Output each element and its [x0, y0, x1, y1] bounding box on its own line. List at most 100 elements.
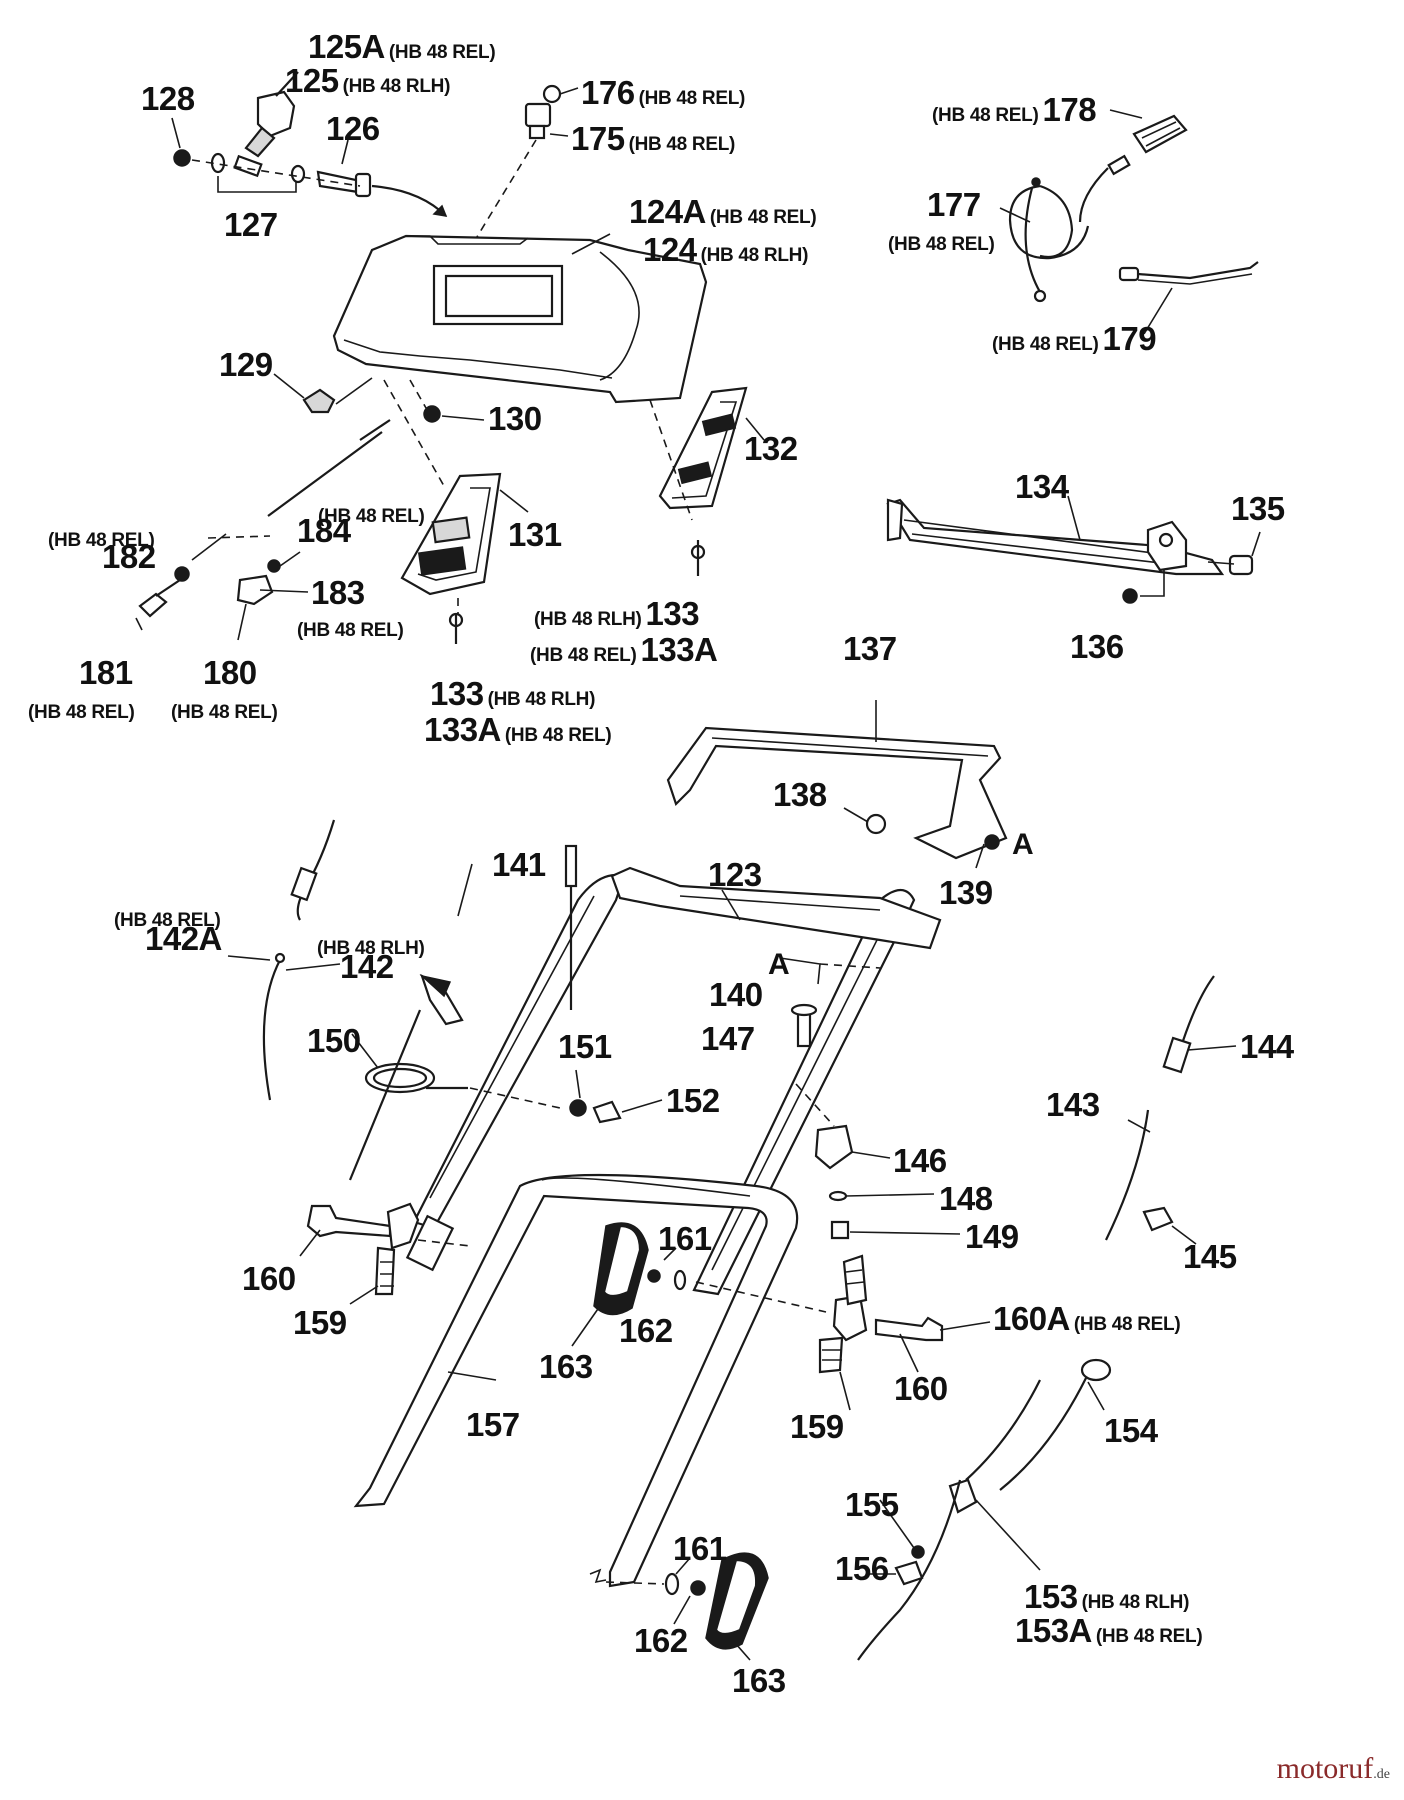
part-label-175: 175(HB 48 REL): [571, 122, 739, 155]
part-label-123: 123: [708, 858, 770, 891]
part-number: 163: [732, 1662, 786, 1699]
part-label-133ab: 133A(HB 48 REL): [424, 713, 615, 746]
part-label-142a: 142A: [145, 922, 230, 955]
ring-150-cable-142: [262, 819, 468, 1181]
model-variant-note: (HB 48 REL): [638, 88, 746, 109]
lever-bar-134: [886, 495, 1261, 604]
part-number: 153: [1024, 1578, 1078, 1615]
reference-letter-a-handle: A: [768, 948, 790, 981]
model-variant-note: (HB 48 REL): [318, 506, 425, 527]
reference-letter-a-top: A: [1012, 828, 1034, 861]
part-number: 124A: [629, 193, 706, 230]
part-number: 157: [466, 1406, 520, 1443]
part-label-162b: 162: [634, 1624, 696, 1657]
part-number: 125: [285, 62, 339, 99]
model-variant-note: (HB 48 REL): [48, 530, 155, 551]
switch-assembly: [171, 71, 448, 217]
model-variant-note: (HB 48 RLH): [534, 609, 642, 630]
part-label-140: 140: [709, 978, 771, 1011]
part-number: 143: [1046, 1086, 1100, 1123]
model-variant-note: (HB 48 REL): [932, 105, 1039, 126]
model-variant-note: (HB 48 REL): [1073, 1314, 1181, 1335]
lever-group-180-184: [135, 533, 309, 641]
part-label-160a: 160: [242, 1262, 304, 1295]
part-label-138: 138: [773, 778, 835, 811]
part-label-144: 144: [1240, 1030, 1302, 1063]
part-label-126: 126: [326, 112, 388, 145]
part-label-163b: 163: [732, 1664, 794, 1697]
pads-161-163-lower: [589, 1552, 769, 1650]
part-label-143: 143: [1046, 1088, 1108, 1121]
part-number: 159: [293, 1304, 347, 1341]
model-variant-note: (HB 48 RLH): [487, 689, 596, 710]
part-label-142an: (HB 48 REL): [110, 898, 225, 931]
part-number: 154: [1104, 1412, 1158, 1449]
part-label-130: 130: [488, 402, 550, 435]
part-label-132: 132: [744, 432, 806, 465]
bolts-159-160-right: [818, 1254, 991, 1374]
model-variant-note: (HB 48 REL): [297, 620, 404, 641]
part-label-127: 127: [224, 208, 286, 241]
part-label-131: 131: [508, 518, 570, 551]
parts-146-149: [795, 1083, 961, 1240]
model-variant-note: (HB 48 REL): [28, 702, 135, 723]
part-number: 142A: [145, 920, 222, 957]
part-label-146: 146: [893, 1144, 955, 1177]
part-number: 138: [773, 776, 827, 813]
model-variant-note: (HB 48 REL): [992, 334, 1099, 355]
part-label-148: 148: [939, 1182, 1001, 1215]
part-number: 178: [1042, 91, 1097, 128]
model-variant-note: (HB 48 REL): [530, 645, 637, 666]
part-label-133rlh: (HB 48 RLH)133: [530, 595, 700, 632]
part-number: 160: [242, 1260, 296, 1297]
part-label-124a: 124A(HB 48 REL): [629, 195, 820, 228]
model-variant-note: (HB 48 RLH): [317, 938, 425, 959]
part-label-154: 154: [1104, 1414, 1166, 1447]
lever-153-156: [857, 1358, 1112, 1661]
part-number: 151: [558, 1028, 612, 1065]
part-number: 127: [224, 206, 278, 243]
part-number: 125A: [308, 28, 385, 65]
part-number: 184: [297, 512, 351, 549]
part-label-153a: 153A(HB 48 REL): [1015, 1614, 1206, 1647]
cables-177-179: [999, 109, 1259, 335]
handle-console-124: [332, 233, 708, 404]
part-number: 124: [643, 231, 697, 268]
part-number: 147: [701, 1020, 755, 1057]
part-number: 145: [1183, 1238, 1237, 1275]
part-number: 137: [843, 630, 897, 667]
main-handle-frame: [353, 844, 942, 1588]
cable-143-145: [1105, 975, 1237, 1245]
model-variant-note: (HB 48 RLH): [342, 76, 451, 97]
part-number: 162: [634, 1622, 688, 1659]
part-label-161a: 161: [658, 1222, 720, 1255]
part-number: 149: [965, 1218, 1019, 1255]
part-number: 142: [340, 948, 394, 985]
part-label-125: 125(HB 48 RLH): [285, 64, 454, 97]
part-label-181: 181: [79, 656, 141, 689]
part-label-137: 137: [843, 632, 905, 665]
part-number: 183: [311, 574, 365, 611]
part-label-180n: (HB 48 REL): [167, 690, 282, 723]
part-label-161b: 161: [673, 1532, 735, 1565]
part-number: 150: [307, 1022, 361, 1059]
part-number: 144: [1240, 1028, 1294, 1065]
upper-bar-137: [666, 700, 1008, 869]
part-number: 133: [645, 595, 700, 632]
bolts-159-160-left: [306, 1202, 471, 1296]
model-variant-note: (HB 48 RLH): [700, 245, 809, 266]
part-label-178: (HB 48 REL)178: [928, 91, 1097, 128]
part-label-159a: 159: [293, 1306, 355, 1339]
part-number: 134: [1015, 468, 1069, 505]
part-label-135: 135: [1231, 492, 1293, 525]
part-number: 152: [666, 1082, 720, 1119]
part-label-124: 124(HB 48 RLH): [643, 233, 812, 266]
part-label-128: 128: [141, 82, 203, 115]
part-number: 161: [658, 1220, 712, 1257]
part-label-176: 176(HB 48 REL): [581, 76, 749, 109]
part-label-139: 139: [939, 876, 1001, 909]
part-label-160b: 160: [894, 1372, 956, 1405]
model-variant-note: (HB 48 REL): [628, 134, 736, 155]
part-number: 141: [492, 846, 546, 883]
